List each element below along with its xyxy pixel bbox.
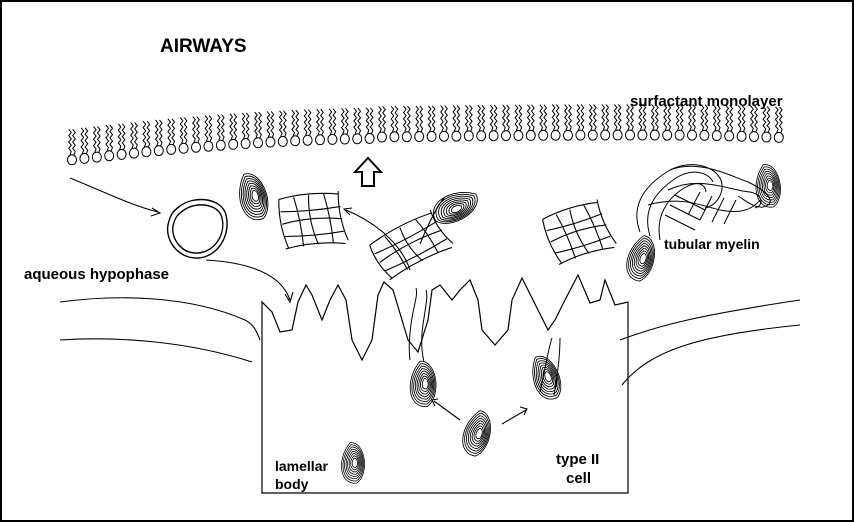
lipid-molecule (588, 105, 597, 141)
lipid-molecule (92, 127, 101, 163)
lipid-molecule (278, 111, 287, 147)
lipid-molecule (762, 106, 771, 142)
lipid-molecule (551, 105, 560, 141)
lipid-molecule (204, 116, 213, 152)
lamellar-body (408, 360, 438, 408)
lipid-molecule (316, 109, 325, 145)
lipid-molecule (229, 114, 238, 150)
lipid-molecule (142, 121, 151, 157)
lamellar-body (524, 351, 567, 403)
lipid-molecule (514, 105, 523, 141)
lipid-molecule (576, 105, 585, 141)
lamellar-body (460, 408, 494, 457)
lipid-molecule (117, 124, 126, 160)
lipid-molecule (427, 106, 436, 142)
lipid-molecule (415, 106, 424, 142)
lipid-molecule (489, 105, 498, 141)
lipid-molecule (328, 109, 337, 145)
airways-label: AIRWAYS (160, 36, 247, 57)
tubular-myelin-label: tubular myelin (664, 236, 760, 252)
lipid-molecule (402, 106, 411, 142)
lamellar-body (752, 162, 784, 209)
lipid-molecule (340, 108, 349, 144)
lipid-molecule (68, 129, 77, 165)
myelin-lattice (541, 197, 618, 268)
lipid-molecule (154, 120, 163, 156)
lipid-molecule (774, 107, 783, 143)
lipid-molecule (192, 117, 201, 153)
lipid-molecule (526, 105, 535, 141)
lamellar-body (232, 169, 274, 224)
lipid-molecule (477, 105, 486, 141)
up-arrow-icon (355, 158, 381, 186)
lipid-molecule (130, 123, 139, 159)
lamellar-bodies (232, 162, 784, 484)
lipid-molecule (613, 104, 622, 140)
lipid-molecule (440, 106, 449, 142)
lipid-molecule (179, 118, 188, 154)
vesicle (168, 200, 228, 259)
tubular-myelin-structure (637, 165, 770, 240)
lamellar-body-label-line1: lamellar (275, 458, 328, 474)
lamellar-body-label-line2: body (275, 476, 309, 492)
lipid-molecule (303, 110, 312, 146)
lipid-molecule (601, 104, 610, 140)
lamellar-body (339, 442, 366, 485)
lipid-molecule (725, 105, 734, 141)
lipid-molecule (167, 119, 176, 155)
type-ii-cell-label-line2: cell (566, 470, 591, 487)
lipid-molecule (266, 111, 275, 147)
tubular-myelin-lattices (277, 189, 617, 283)
lipid-molecule (390, 106, 399, 142)
lipid-molecule (378, 106, 387, 142)
lipid-molecule (539, 105, 548, 141)
lipid-molecule (254, 112, 263, 148)
lipid-molecule (80, 128, 89, 164)
lipid-molecule (712, 105, 721, 141)
lipid-molecule (700, 105, 709, 141)
lipid-molecule (241, 113, 250, 149)
lipid-molecule (750, 106, 759, 142)
lipid-molecule (502, 105, 511, 141)
intracellular-arrows (432, 399, 527, 424)
lamellar-body (624, 233, 658, 282)
lipid-molecule (464, 105, 473, 141)
type-ii-cell-label-line1: type II (556, 451, 599, 468)
lipid-molecule (452, 106, 461, 142)
lipid-molecule (737, 106, 746, 142)
surfactant-monolayer (68, 104, 784, 164)
lipid-molecule (105, 125, 114, 161)
monolayer-label: surfactant monolayer (630, 93, 783, 110)
epithelium-lines (60, 298, 800, 385)
myelin-lattice (277, 189, 348, 252)
hypophase-label: aqueous hypophase (24, 266, 169, 283)
lipid-molecule (365, 108, 374, 144)
lipid-molecule (564, 105, 573, 141)
lipid-molecule (353, 108, 362, 144)
lipid-molecule (291, 110, 300, 146)
lipid-molecule (216, 115, 225, 151)
